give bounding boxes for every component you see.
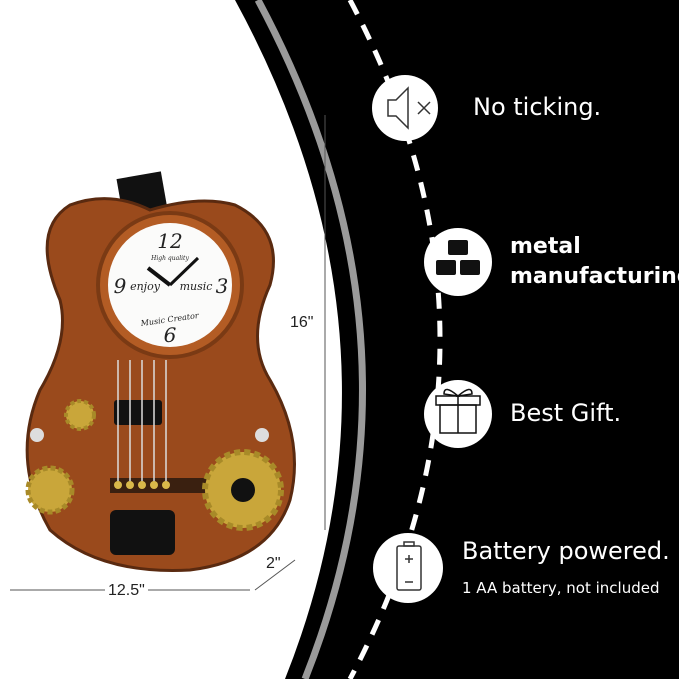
feature-battery: Battery powered. bbox=[462, 537, 670, 565]
depth-dimension: 2" bbox=[266, 555, 281, 572]
feature-no-ticking: No ticking. bbox=[473, 93, 602, 121]
feature-battery-note: 1 AA battery, not included bbox=[462, 579, 660, 597]
width-dimension: 12.5" bbox=[105, 582, 148, 600]
clock-right-text: music bbox=[180, 280, 213, 293]
battery-icon bbox=[396, 541, 422, 591]
clock-top-text: High quality bbox=[150, 255, 189, 262]
clock-hour-hand bbox=[146, 266, 172, 287]
speaker-mute-icon bbox=[387, 86, 431, 130]
black-panel bbox=[235, 0, 679, 679]
clock-numeral-9: 9 bbox=[114, 274, 127, 298]
clock-left-text: enjoy bbox=[130, 280, 161, 293]
gift-box-icon bbox=[435, 388, 481, 434]
feature-best-gift: Best Gift. bbox=[510, 399, 622, 427]
clock-numeral-3: 3 bbox=[216, 274, 229, 298]
icon-circle bbox=[373, 533, 443, 603]
metal-ingots-icon bbox=[436, 240, 480, 275]
feature-metal-line2: manufacturing bbox=[510, 264, 679, 289]
icon-circle bbox=[372, 75, 438, 141]
feature-metal: metal manufacturing bbox=[510, 232, 679, 292]
clock-minute-hand bbox=[168, 256, 200, 287]
icon-circle bbox=[424, 228, 492, 296]
height-dimension: 16" bbox=[290, 314, 314, 331]
depth-dimension-line bbox=[254, 559, 296, 591]
guitar-clock: 12 3 6 9 High quality enjoy music Music … bbox=[25, 171, 296, 572]
clock-numeral-6: 6 bbox=[164, 323, 177, 347]
clock-numeral-12: 12 bbox=[157, 229, 182, 253]
feature-metal-line1: metal bbox=[510, 234, 581, 259]
gray-arc bbox=[254, 0, 366, 679]
